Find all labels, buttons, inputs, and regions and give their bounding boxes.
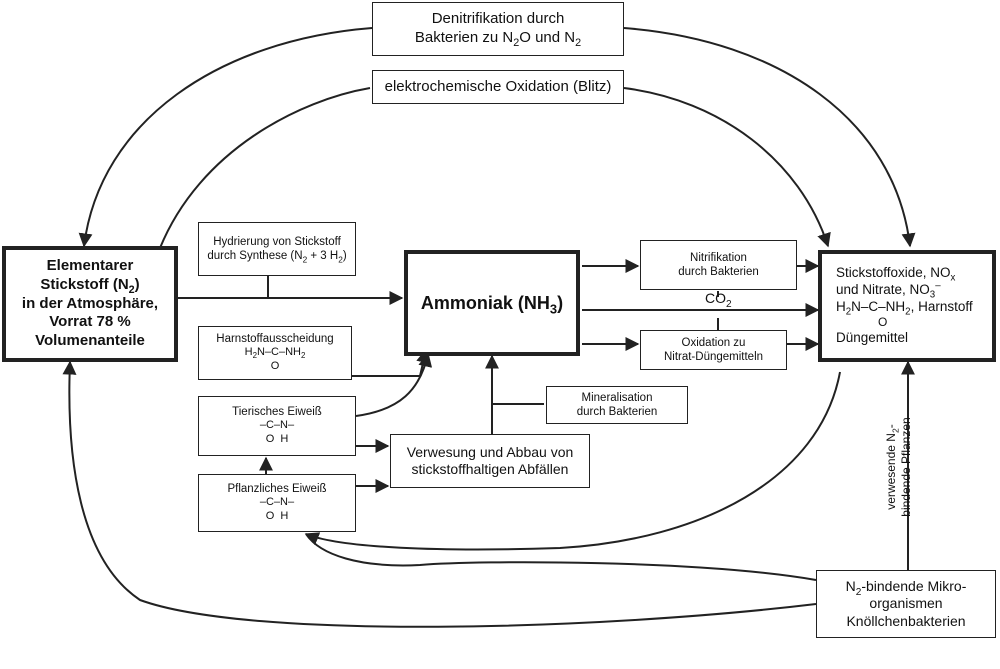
oxides-line1-a: Stickstoffoxide, NO <box>836 264 951 280</box>
ammonia-label-sub: 3 <box>549 301 558 317</box>
elemental-line4: Vorrat 78 % <box>49 313 131 331</box>
lightning-oxidation-box: elektrochemische Oxidation (Blitz) <box>372 70 624 104</box>
arrow-microorganisms-to-plant <box>305 533 817 581</box>
oxidation-nitrate-box: Oxidation zu Nitrat-Düngemitteln <box>640 330 787 370</box>
animal-f2: O H <box>265 433 289 446</box>
hydrogenation-line2-b: + 3 H <box>307 250 339 262</box>
urea-f-sub2: 2 <box>300 351 306 361</box>
micro-line2: organismen <box>869 595 943 612</box>
arrow-lightning-to-nitrogen-oxides <box>623 87 831 248</box>
animal-protein-box: Tierisches Eiweiß –C–N– O H <box>198 396 356 456</box>
micro-line1-b: -bindende Mikro- <box>861 577 967 594</box>
elemental-line5: Volumenanteile <box>35 332 145 350</box>
plant-protein-box: Pflanzliches Eiweiß –C–N– O H <box>198 474 356 532</box>
micro-line3: Knöllchenbakterien <box>846 612 966 629</box>
oxidation-nitrate-line2: Nitrat-Düngemitteln <box>663 351 764 363</box>
decay-line1: Verwesung und Abbau von <box>406 443 574 460</box>
denitrification-line2-b: O und N <box>519 29 576 46</box>
oxides-line3-sub2: 2 <box>905 306 911 318</box>
oxides-line2-sub: 3 <box>929 289 936 301</box>
hydrogenation-box: Hydrierung von Stickstoff durch Synthese… <box>198 222 356 276</box>
urea-title: Harnstoffausscheidung <box>216 333 334 346</box>
animal-title: Tierisches Eiweiß <box>232 406 322 419</box>
micro-line1-sub: 2 <box>855 586 862 598</box>
animal-f1: –C–N– <box>259 419 295 432</box>
plant-f2: O H <box>265 510 289 523</box>
elemental-line2-sub: 2 <box>128 283 135 296</box>
plant-title: Pflanzliches Eiweiß <box>227 483 327 496</box>
oxides-line3-c: , Harnstoff <box>910 298 973 314</box>
ammonia-box: Ammoniak (NH3) <box>404 250 580 356</box>
arrow-microorganisms-to-elemental <box>62 360 817 628</box>
urea-f-a: H <box>244 346 253 359</box>
elemental-nitrogen-box: Elementarer Stickstoff (N2) in der Atmos… <box>2 246 178 362</box>
oxides-line3-a: H <box>836 298 846 314</box>
hydrogenation-sub1: 2 <box>302 255 308 265</box>
vertical-line2: bindende Pflanzen <box>899 417 913 517</box>
denitrification-sub1: 2 <box>513 37 520 49</box>
elemental-line2-b: ) <box>134 275 140 293</box>
nitrification-line2: durch Bakterien <box>678 266 759 278</box>
oxidation-nitrate-line1: Oxidation zu <box>681 336 746 349</box>
co2-label: CO2 <box>705 290 732 309</box>
nitrification-line1: Nitrifikation <box>690 251 747 264</box>
urea-f-sub1: 2 <box>252 351 257 361</box>
vertical-line1-b: - <box>884 424 898 429</box>
denitrification-line1: Denitrifikation durch <box>431 10 565 28</box>
vertical-plants-label: verwesende N2- bindende Pflanzen <box>884 402 918 532</box>
elemental-line1: Elementarer <box>46 257 134 275</box>
oxides-line1-sub: x <box>950 272 956 284</box>
arrow-denitrification-to-nitrogen-oxides <box>623 27 916 248</box>
vertical-line1-a: verwesende N <box>884 433 898 510</box>
plant-f1: –C–N– <box>259 496 295 509</box>
nitrogen-oxides-box: Stickstoffoxide, NOx und Nitrate, NO3– H… <box>818 250 996 362</box>
arrow-elemental-to-lightning <box>159 87 371 249</box>
mineralisation-box: Mineralisation durch Bakterien <box>546 386 688 424</box>
microorganisms-box: N2-bindende Mikro- organismen Knöllchenb… <box>816 570 996 638</box>
hydrogenation-line1: Hydrierung von Stickstoff <box>213 235 341 248</box>
arrow-animal-to-ammonia <box>355 352 433 417</box>
oxides-line4: O <box>878 315 888 330</box>
nitrification-box: Nitrifikation durch Bakterien <box>640 240 797 290</box>
elemental-line2-a: Stickstoff (N <box>40 275 129 293</box>
urea-f-c: O <box>270 360 280 373</box>
oxides-line2-sup: – <box>935 280 941 292</box>
urea-f-b: N–C–NH <box>256 346 301 359</box>
denitrification-line2-a: Bakterien zu N <box>414 29 514 46</box>
decay-line2: stickstoffhaltigen Abfällen <box>411 461 569 477</box>
denitrification-box: Denitrifikation durch Bakterien zu N2O u… <box>372 2 624 56</box>
hydrogenation-line2-a: durch Synthese (N <box>207 250 303 262</box>
oxides-line2-a: und Nitrate, NO <box>836 281 930 297</box>
co2-sub: 2 <box>726 298 732 310</box>
hydrogenation-sub2: 2 <box>338 255 343 265</box>
oxides-line3-sub1: 2 <box>845 306 852 318</box>
urea-excretion-box: Harnstoffausscheidung H2N–C–NH2 O <box>198 326 352 380</box>
mineralisation-line1: Mineralisation <box>581 391 653 404</box>
arrow-oxides-to-plant-protein <box>304 371 841 551</box>
oxides-line5: Düngemittel <box>836 330 909 346</box>
decay-box: Verwesung und Abbau von stickstoffhaltig… <box>390 434 590 488</box>
ammonia-label-b: ) <box>557 292 564 313</box>
mineralisation-line2: durch Bakterien <box>576 406 658 418</box>
lightning-oxidation-label: elektrochemische Oxidation (Blitz) <box>384 77 612 95</box>
ammonia-label-a: Ammoniak (NH <box>420 292 550 313</box>
arrow-denitrification-to-elemental-nitrogen <box>78 27 373 248</box>
hydrogenation-line2-c: ) <box>342 250 347 262</box>
denitrification-sub2: 2 <box>575 37 582 49</box>
micro-line1-a: N <box>845 577 856 594</box>
elemental-line3: in der Atmosphäre, <box>21 294 159 312</box>
oxides-line3-b: N–C–NH <box>851 298 906 314</box>
co2-a: CO <box>705 290 726 306</box>
